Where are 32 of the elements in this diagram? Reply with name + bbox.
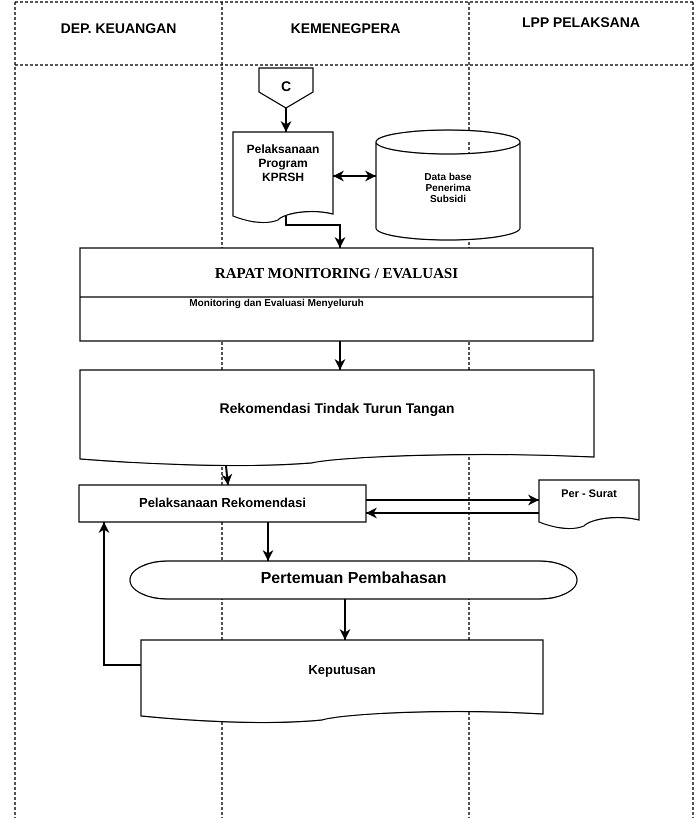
arrow: [280, 108, 292, 132]
node-label: KEMENEGPERA: [290, 20, 402, 36]
node-description: Monitoring dan Evaluasi Menyeluruh: [188, 298, 365, 309]
database-cylinder: [376, 130, 520, 240]
node-label: Per - Surat: [560, 488, 618, 500]
arrow: [221, 466, 232, 486]
arrow: [262, 522, 274, 561]
process-box: [80, 248, 593, 341]
node-label: Data base Penerima Subsidi: [423, 172, 473, 205]
document-shape: [233, 132, 333, 222]
node-label: RAPAT MONITORING / EVALUASI: [214, 266, 460, 283]
arrow: [366, 508, 539, 518]
document-shape: [141, 640, 543, 722]
node-label: Keputusan: [307, 662, 377, 677]
terminator-shape: [130, 561, 577, 599]
document-shape: [539, 480, 639, 528]
node-label: Rekomendasi Tindak Turun Tangan: [218, 400, 456, 416]
node-label: LPP PELAKSANA: [521, 14, 641, 30]
node-label: DEP. KEUANGAN: [60, 20, 178, 36]
arrow: [333, 170, 376, 182]
arrow: [366, 494, 539, 506]
node-label: Pertemuan Pembahasan: [260, 570, 448, 588]
arrow: [285, 216, 346, 248]
document-shape: [80, 370, 594, 465]
arrow: [334, 341, 346, 370]
node-label: Pelaksanaan Rekomendasi: [138, 495, 307, 510]
off-page-connector: [259, 68, 313, 108]
node-label: C: [280, 78, 292, 94]
arrow: [98, 522, 141, 666]
arrow: [340, 599, 350, 640]
process-box: [79, 485, 366, 522]
node-label: Pelaksanaan Program KPRSH: [246, 142, 320, 184]
